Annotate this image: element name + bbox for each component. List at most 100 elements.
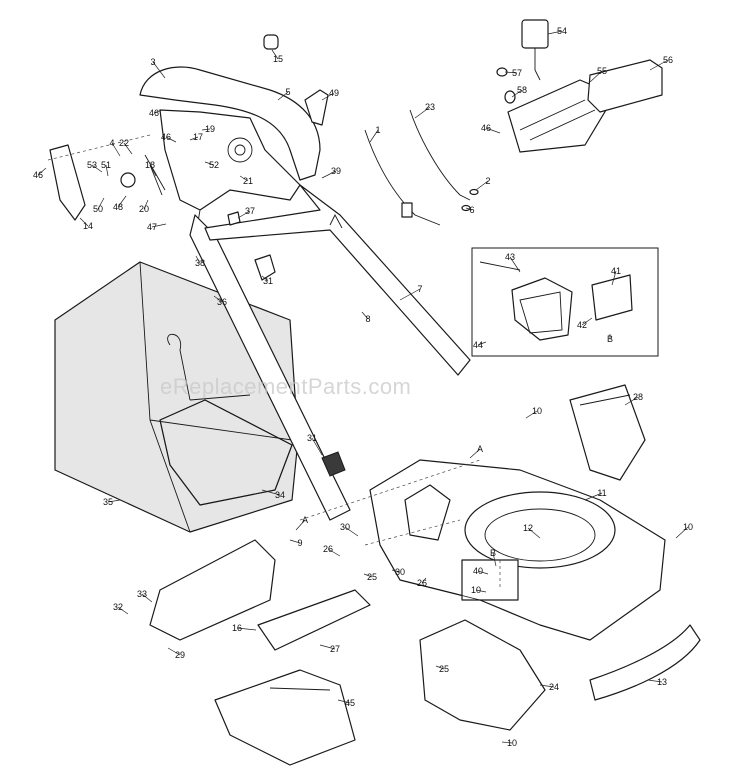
callout-leader [152, 61, 166, 79]
control-cables [364, 109, 479, 226]
callout-leader [91, 164, 103, 173]
callout-leader [475, 589, 487, 593]
callout-leader [236, 627, 257, 631]
callout-leader [525, 410, 538, 419]
callout-43: 43 [505, 252, 515, 262]
callout-5: 5 [285, 87, 290, 97]
inset-detail [471, 247, 659, 357]
callout-38: 38 [195, 258, 205, 268]
callout-leader [143, 199, 149, 210]
callout-26: 26 [323, 544, 333, 554]
callout-leader [271, 49, 279, 60]
callout-leader [117, 195, 127, 208]
callout-leader [37, 167, 47, 176]
callout-leader [435, 665, 445, 670]
callout-47: 47 [147, 222, 157, 232]
callout-leader [477, 570, 489, 575]
callout-35: 35 [103, 497, 113, 507]
callout-32: 32 [113, 602, 123, 612]
callout-3: 3 [150, 57, 155, 67]
callout-46: 46 [149, 108, 159, 118]
callout-21: 21 [243, 176, 253, 186]
callout-leader [319, 644, 336, 650]
callout-leader [337, 699, 351, 704]
callout-leader [361, 311, 369, 320]
callout-leader [344, 526, 359, 537]
callout-leader [204, 161, 215, 166]
callout-leader [511, 89, 523, 98]
callout-57: 57 [512, 68, 522, 78]
callout-leader [363, 573, 373, 578]
callout-A: A [477, 444, 483, 454]
callout-8: 8 [365, 314, 370, 324]
callout-leader [151, 223, 167, 228]
callout-B: B [490, 548, 496, 558]
callout-leader [149, 164, 157, 177]
callout-9: 9 [297, 538, 302, 548]
callout-leader [295, 519, 306, 531]
callout-leader [589, 70, 603, 83]
bag-frame [159, 333, 293, 506]
chute-deflector [569, 384, 646, 481]
callout-55: 55 [597, 66, 607, 76]
callout-34: 34 [275, 490, 285, 500]
callout-leader [117, 606, 129, 615]
callout-28: 28 [633, 392, 643, 402]
callout-10: 10 [532, 406, 542, 416]
callout-14: 14 [83, 221, 93, 231]
callout-23: 23 [425, 102, 435, 112]
callout-leader [189, 136, 199, 141]
callout-leader [465, 207, 473, 211]
callout-leader [105, 164, 109, 177]
callout-leader [584, 492, 603, 501]
callout-leader [79, 217, 89, 227]
callout-leader [469, 448, 481, 459]
callout-31: 31 [263, 276, 273, 286]
callout-leader [485, 127, 501, 134]
callout-leader [107, 499, 121, 503]
callout-15: 15 [273, 54, 283, 64]
callout-leader [213, 295, 223, 303]
callout-53: 53 [87, 160, 97, 170]
callout-52: 52 [209, 160, 219, 170]
callout-leader [477, 341, 487, 346]
handle-hardware [49, 34, 346, 477]
callout-leader [277, 91, 289, 101]
callout-27: 27 [330, 644, 340, 654]
callout-A: A [302, 515, 308, 525]
callout-leader [492, 552, 497, 567]
callout-10: 10 [471, 585, 481, 595]
callout-leader [201, 128, 211, 131]
callout-46: 46 [161, 132, 171, 142]
callout-56: 56 [663, 55, 673, 65]
callout-40: 40 [473, 566, 483, 576]
callout-leader [421, 577, 427, 584]
callout-58: 58 [517, 85, 527, 95]
callout-25: 25 [439, 664, 449, 674]
callout-30: 30 [395, 567, 405, 577]
callout-33: 33 [137, 589, 147, 599]
callout-leader [539, 684, 555, 688]
callout-leader [311, 437, 323, 456]
callout-49: 49 [329, 88, 339, 98]
callout-leader [527, 527, 541, 539]
callout-48: 48 [113, 202, 123, 212]
callout-leader [97, 197, 105, 210]
callout-leader [624, 396, 639, 406]
callout-leader [239, 175, 249, 182]
callout-31: 31 [307, 433, 317, 443]
callout-leader [237, 210, 251, 219]
callout-2: 2 [485, 176, 490, 186]
callout-44: 44 [473, 340, 483, 350]
callout-leader [261, 275, 269, 282]
callout-13: 13 [657, 677, 667, 687]
callout-leader [509, 256, 521, 273]
callout-leader [504, 71, 518, 74]
callout-50: 50 [93, 204, 103, 214]
callout-10: 10 [507, 738, 517, 748]
callout-leader [611, 270, 617, 286]
callout-17: 17 [193, 132, 203, 142]
callout-leader [414, 106, 431, 119]
upper-handle [139, 66, 346, 241]
callout-leader [321, 170, 337, 179]
